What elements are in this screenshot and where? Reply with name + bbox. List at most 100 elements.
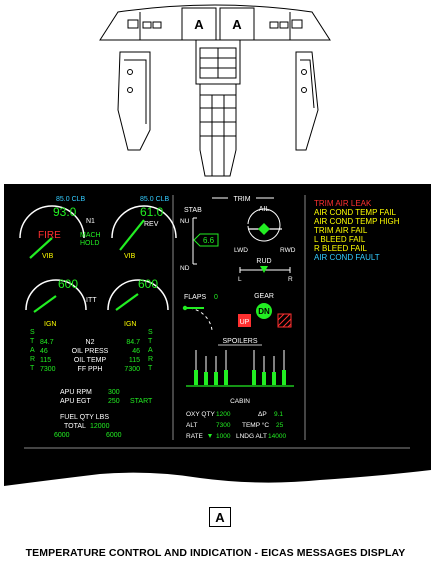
svg-text:9.1: 9.1 [274, 411, 283, 418]
figure-caption: TEMPERATURE CONTROL AND INDICATION - EIC… [25, 547, 406, 559]
svg-text:GEAR: GEAR [254, 293, 274, 300]
svg-text:7300: 7300 [216, 422, 231, 429]
needle [115, 293, 139, 311]
mach-hold-label: HOLD [80, 240, 99, 247]
apu-indication: APU RPM 300 APU EGT 250 START [60, 389, 153, 405]
itt-gauge-left: 600 IGN [25, 277, 87, 328]
rate-arrow-icon [208, 434, 212, 438]
svg-text:84.7: 84.7 [40, 339, 54, 346]
flaps-value: 0 [214, 294, 218, 301]
aileron-trim-indicator: AIL LWD RWD [234, 206, 296, 254]
svg-text:250: 250 [108, 398, 120, 405]
svg-text:NU: NU [180, 218, 190, 225]
eicas-display [4, 184, 431, 486]
n1-label: N1 [86, 218, 95, 225]
svg-text:R: R [288, 276, 293, 283]
eicas-message: AIR COND TEMP FAIL [314, 208, 396, 217]
svg-text:R: R [148, 356, 153, 363]
svg-text:6000: 6000 [54, 432, 70, 439]
svg-text:N2: N2 [86, 339, 95, 346]
rev-indicator: REV [144, 221, 159, 228]
svg-text:T: T [148, 365, 153, 372]
svg-text:ALT: ALT [186, 422, 197, 429]
n1-target: 85.0 CLB [140, 196, 170, 203]
vib-label: VIB [124, 253, 136, 260]
svg-text:RUD: RUD [256, 258, 271, 265]
svg-text:T: T [30, 365, 35, 372]
needle [119, 219, 145, 251]
svg-text:FLAPS: FLAPS [184, 294, 207, 301]
svg-text:TOTAL: TOTAL [64, 423, 86, 430]
svg-text:CABIN: CABIN [230, 398, 250, 405]
svg-text:T: T [30, 338, 35, 345]
panel-label: A [232, 17, 242, 32]
svg-text:115: 115 [40, 357, 51, 364]
flaps-indicator: FLAPS 0 [182, 294, 218, 331]
n1-target: 85.0 CLB [56, 196, 86, 203]
svg-text:AIL: AIL [259, 206, 270, 213]
svg-text:1200: 1200 [216, 411, 231, 418]
mach-hold-label: MACH [80, 232, 101, 239]
svg-text:ΔP: ΔP [258, 411, 267, 418]
eicas-message: TRIM AIR LEAK [314, 199, 372, 208]
svg-text:6000: 6000 [106, 432, 122, 439]
svg-text:ND: ND [180, 265, 190, 272]
n1-gauge-right: 85.0 CLB 61.0 REV VIB [111, 196, 177, 260]
itt-value: 600 [138, 277, 158, 291]
eicas-message: R BLEED FAIL [314, 244, 367, 253]
ign-label: IGN [124, 321, 136, 328]
eicas-message: TRIM AIR FAIL [314, 226, 368, 235]
svg-text:LWD: LWD [234, 247, 248, 254]
gear-up-indicator: UP [240, 319, 250, 326]
start-indicator-left: S T A R T [30, 329, 35, 372]
svg-text:300: 300 [108, 389, 120, 396]
svg-text:A: A [148, 347, 153, 354]
svg-text:115: 115 [129, 357, 140, 364]
svg-text:S: S [30, 329, 35, 336]
needle [29, 237, 53, 259]
cabin-indication: CABIN OXY QTY 1200 ΔP 9.1 ALT 7300 TEMP … [186, 398, 286, 440]
svg-text:LNDG ALT: LNDG ALT [236, 433, 267, 440]
n1-gauge-left: 85.0 CLB 93.0 FIRE VIB [19, 196, 86, 260]
svg-text:7300: 7300 [40, 366, 56, 373]
gear-down-indicator: DN [258, 307, 270, 316]
svg-text:1000: 1000 [216, 433, 231, 440]
svg-text:R: R [30, 356, 35, 363]
panel-label: A [194, 17, 204, 32]
svg-text:OIL TEMP: OIL TEMP [74, 357, 107, 364]
svg-text:A: A [30, 347, 35, 354]
svg-text:L: L [238, 276, 242, 283]
svg-text:46: 46 [132, 348, 140, 355]
eicas-message-list: TRIM AIR LEAK AIR COND TEMP FAIL AIR CON… [314, 199, 400, 262]
eicas-message: AIR COND FAULT [314, 253, 380, 262]
itt-label: ITT [86, 297, 97, 304]
itt-value: 600 [58, 277, 78, 291]
n1-value: 61.0 [140, 205, 164, 219]
stab-trim-indicator: STAB NU ND 6.6 [180, 207, 219, 272]
svg-text:7300: 7300 [124, 366, 140, 373]
svg-text:RATE: RATE [186, 433, 204, 440]
svg-text:SPOILERS: SPOILERS [222, 338, 257, 345]
svg-text:OXY QTY: OXY QTY [186, 411, 215, 418]
svg-text:APU EGT: APU EGT [60, 398, 91, 405]
svg-text:12000: 12000 [90, 423, 110, 430]
svg-text:T: T [148, 338, 153, 345]
svg-text:14000: 14000 [268, 433, 286, 440]
svg-text:START: START [130, 398, 153, 405]
reference-label: A [209, 507, 231, 527]
needle [33, 295, 57, 313]
fuel-quantity: FUEL QTY LBS TOTAL 12000 6000 6000 [54, 414, 122, 439]
eicas-message: AIR COND TEMP HIGH [314, 217, 400, 226]
eicas-message: L BLEED FAIL [314, 235, 366, 244]
ign-label: IGN [44, 321, 56, 328]
vib-label: VIB [42, 253, 54, 260]
gear-indicator: GEAR DN UP [238, 293, 292, 328]
fire-warning: FIRE [38, 230, 61, 241]
stab-trim-value: 6.6 [203, 236, 215, 245]
start-indicator-right: S T A R T [148, 329, 153, 372]
svg-text:84.7: 84.7 [126, 339, 140, 346]
svg-text:APU RPM: APU RPM [60, 389, 92, 396]
svg-text:TEMP °C: TEMP °C [242, 421, 269, 429]
itt-gauge-right: 600 IGN [107, 277, 169, 328]
